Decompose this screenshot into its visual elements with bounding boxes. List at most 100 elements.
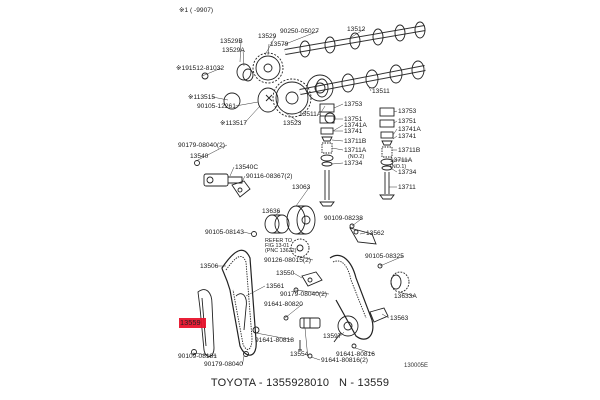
chain-guide-13561 — [235, 293, 247, 331]
leader-line — [294, 289, 330, 295]
chain-guide-13563 — [369, 307, 389, 323]
part-callout-label[interactable]: 90105-08143 — [205, 229, 244, 236]
leader-line — [351, 346, 375, 355]
part-callout-label[interactable]: 13511A — [299, 111, 322, 118]
part-callout-label[interactable]: 13563 — [390, 315, 409, 322]
part-callout-label[interactable]: 13734 — [344, 160, 363, 167]
leader-line — [332, 124, 344, 132]
part-callout-label[interactable]: 13711B — [398, 147, 421, 154]
part-callout-label[interactable]: 13529B — [220, 38, 243, 45]
part-callout-label[interactable]: 13550 — [276, 270, 295, 277]
bolt-small — [194, 160, 200, 166]
camshaft-position-sensor — [203, 173, 243, 187]
valve-stack-right — [379, 107, 395, 200]
bolt-90105-08325 — [377, 263, 383, 269]
part-callout-label[interactable]: 13523 — [283, 120, 302, 127]
part-callout-label[interactable]: 90105-08325 — [365, 253, 404, 260]
valve-stack-left — [319, 103, 335, 207]
part-callout-label[interactable]: 13751 — [398, 118, 417, 125]
part-callout-label[interactable]: 13734 — [398, 169, 417, 176]
part-callout-label[interactable]: 13751 — [344, 116, 363, 123]
part-callout-label[interactable]: 91641-80816(2) — [321, 357, 368, 364]
camshaft-sprocket-lower — [272, 78, 312, 118]
highlighted-part-marker[interactable]: 13559 — [179, 318, 206, 328]
part-callout-label[interactable]: 90116-08367(2) — [246, 173, 292, 180]
part-callout-label[interactable]: 13753 — [398, 108, 417, 115]
leader-line — [391, 168, 398, 173]
leader-line — [359, 232, 366, 235]
part-callout-label[interactable]: 13506 — [200, 263, 219, 270]
leader-line — [393, 120, 398, 124]
part-callout-label[interactable]: 13741 — [344, 128, 363, 135]
leader-line — [274, 210, 280, 217]
idler-sprocket — [290, 238, 310, 258]
part-callout-label[interactable]: ※191512-81032 — [176, 65, 224, 72]
part-callout-label[interactable]: (NO.1) — [390, 164, 406, 170]
part-callout-label[interactable]: ※113515 — [188, 94, 215, 101]
leader-line — [244, 105, 261, 124]
leader-line — [393, 110, 398, 113]
part-callout-label[interactable]: 13529A — [222, 47, 245, 54]
part-caption: TOYOTA - 1355928010 N - 13559 — [0, 377, 600, 389]
part-callout-label[interactable]: (PNC 13622) — [265, 248, 297, 254]
part-callout-label[interactable]: 13579 — [270, 41, 289, 48]
pin-91641-80816-2 — [351, 343, 357, 349]
leader-line — [241, 175, 246, 183]
part-callout-label[interactable]: 13711B — [344, 138, 367, 145]
part-callout-label[interactable]: 13562 — [366, 230, 385, 237]
part-callout-label[interactable]: 13636 — [262, 208, 281, 215]
part-callout-label[interactable]: 13633A — [394, 293, 417, 300]
part-callout-label[interactable]: 13511 — [372, 88, 390, 95]
leader-line — [331, 139, 344, 142]
leader-line — [319, 105, 326, 115]
part-callout-label[interactable]: 91641-80818 — [255, 337, 294, 344]
part-callout-label[interactable]: 13753 — [344, 101, 363, 108]
caption-reference-number: 13559 — [357, 377, 390, 389]
bolt-90109-08238 — [349, 223, 355, 229]
part-callout-label[interactable]: 13063 — [292, 184, 311, 191]
part-callout-label[interactable]: 13561 — [266, 283, 285, 290]
part-callout-label[interactable]: 90179-08040(2) — [280, 291, 327, 298]
pin-91641-80816 — [307, 353, 313, 359]
crank-sprocket-13633a — [390, 271, 410, 293]
part-callout-label[interactable]: 13711A — [344, 147, 367, 154]
part-callout-label[interactable]: 90126-08015(2) — [264, 257, 311, 264]
part-callout-label[interactable]: 90105-12261 — [197, 103, 236, 110]
leader-line — [379, 255, 404, 267]
leader-line — [201, 67, 222, 77]
leader-line — [192, 352, 217, 357]
part-callout-label[interactable]: 91641-80820 — [264, 301, 303, 308]
camshaft-sprocket-upper — [252, 52, 284, 84]
stud-pin — [298, 340, 302, 351]
part-callout-label[interactable]: 13540C — [235, 164, 258, 171]
part-callout-label[interactable]: 90179-08040(2) — [178, 142, 225, 149]
leader-line — [264, 35, 276, 56]
part-callout-label[interactable]: 13711A — [390, 157, 413, 164]
part-callout-label[interactable]: 90250-05027 — [280, 28, 319, 35]
part-callout-label[interactable]: 13597 — [323, 333, 342, 340]
part-callout-label[interactable]: ※113517 — [220, 120, 247, 127]
part-callout-label[interactable]: 90179-08040 — [204, 361, 243, 368]
part-callout-label[interactable]: 13554 — [290, 351, 309, 358]
timing-rotor — [223, 92, 241, 110]
caption-separator-1: - — [255, 377, 267, 389]
leader-line — [392, 128, 398, 136]
part-callout-label[interactable]: (NO.2) — [348, 154, 364, 160]
part-callout-label[interactable]: 90109-08181 — [178, 353, 217, 360]
leader-line — [310, 356, 321, 361]
part-callout-label[interactable]: 13711 — [398, 184, 416, 191]
leader-line — [331, 162, 344, 165]
part-callout-label[interactable]: REFER TO — [265, 238, 292, 244]
part-callout-label[interactable]: 13741A — [344, 122, 367, 129]
leader-line — [392, 135, 398, 140]
part-callout-label[interactable]: 90109-08238 — [324, 215, 363, 222]
part-callout-label[interactable]: FIG 13-01 — [265, 243, 289, 249]
part-callout-label[interactable]: 13540 — [190, 153, 209, 160]
part-callout-label[interactable]: 13512 — [347, 26, 366, 33]
part-callout-label[interactable]: 13741 — [398, 133, 417, 140]
part-callout-label[interactable]: 91641-80816 — [336, 351, 375, 358]
part-callout-label[interactable]: 13529 — [258, 33, 277, 40]
part-callout-label[interactable]: 13741A — [398, 126, 421, 133]
